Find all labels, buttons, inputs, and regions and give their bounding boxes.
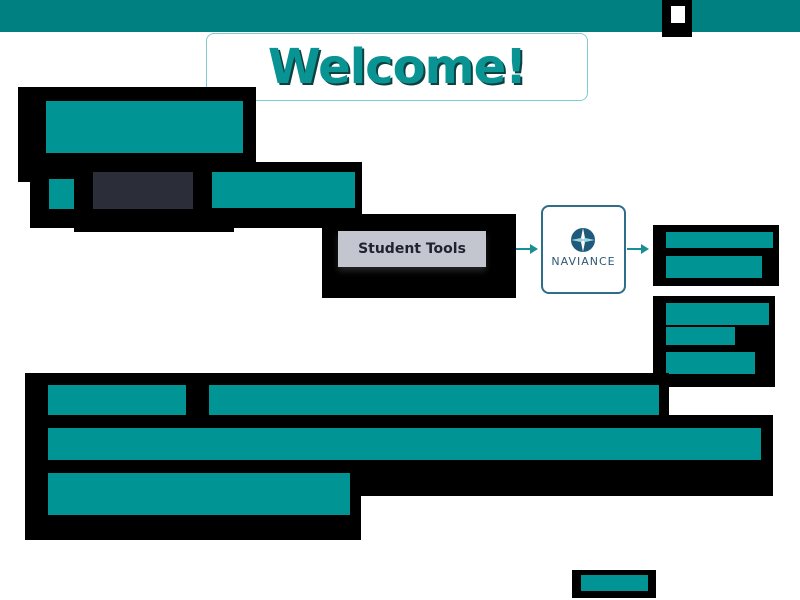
arrow-right-icon bbox=[627, 248, 645, 250]
top-left-button[interactable] bbox=[46, 101, 243, 153]
right-list-item-2[interactable] bbox=[666, 256, 762, 278]
window-control-icon bbox=[671, 6, 685, 23]
welcome-banner bbox=[206, 33, 588, 101]
window-control-button[interactable] bbox=[662, 0, 692, 37]
toolbar-dark-button[interactable] bbox=[93, 172, 193, 209]
arrow-right-icon bbox=[641, 244, 649, 254]
arrow-right-icon bbox=[516, 248, 534, 250]
compass-star-icon bbox=[571, 228, 595, 252]
right-list-item-4[interactable] bbox=[666, 327, 735, 345]
welcome-title: Welcome! bbox=[267, 39, 527, 95]
toolbar-small-button[interactable] bbox=[49, 179, 74, 209]
lower-row-1-left[interactable] bbox=[48, 385, 186, 415]
arrow-right-icon bbox=[530, 244, 538, 254]
toolbar-wide-button[interactable] bbox=[212, 172, 355, 208]
lower-row-2-bar[interactable] bbox=[48, 428, 761, 460]
bottom-button[interactable] bbox=[581, 575, 648, 591]
lower-row-1-right[interactable] bbox=[209, 385, 659, 415]
right-list-item-1[interactable] bbox=[666, 232, 773, 248]
lower-row-3-bar[interactable] bbox=[48, 473, 350, 515]
naviance-logo-text: NAVIANCE bbox=[551, 255, 616, 268]
toolbar-shadow-tail bbox=[74, 218, 234, 232]
right-list-item-5[interactable] bbox=[666, 352, 755, 374]
right-list-item-3[interactable] bbox=[666, 303, 769, 325]
student-tools-button[interactable]: Student Tools bbox=[338, 231, 486, 267]
